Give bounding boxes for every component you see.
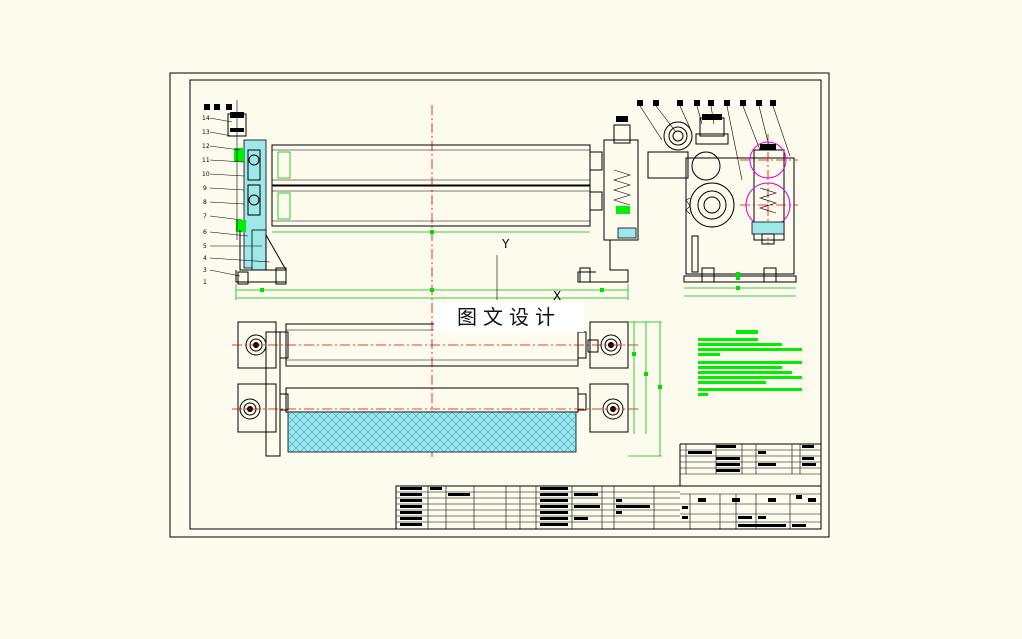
roller-icon <box>287 411 577 453</box>
spring-icon <box>758 187 778 214</box>
part-callouts-left <box>209 117 271 277</box>
part-label: 12 <box>202 143 210 150</box>
bolt-icon <box>237 271 249 285</box>
part-label: 5 <box>203 243 207 250</box>
roller-icon <box>271 144 591 186</box>
revision-table <box>396 486 680 529</box>
part-label: 14 <box>202 115 210 122</box>
part-label: 7 <box>203 213 207 220</box>
part-labels-left: 14 13 12 11 10 9 8 7 6 5 4 3 1 <box>202 104 232 286</box>
technical-notes <box>698 330 802 396</box>
part-label: 4 <box>203 255 207 262</box>
sheet-frame <box>169 72 830 538</box>
part-label: 3 <box>203 267 207 274</box>
gear-icon <box>685 182 735 228</box>
part-label: 10 <box>202 171 210 178</box>
part-label: 11 <box>202 157 210 164</box>
part-callouts-right <box>637 100 791 181</box>
front-view: 14 13 12 11 10 9 8 7 6 5 4 3 1 Y X <box>202 100 639 460</box>
y-axis-mark: Y <box>501 237 510 251</box>
title-table <box>680 444 821 529</box>
bolt-icon <box>275 267 287 285</box>
watermark-label: 图文设计 <box>434 302 584 332</box>
part-label: 9 <box>203 185 207 192</box>
side-view <box>637 100 798 297</box>
x-axis-mark: X <box>553 289 561 303</box>
roller-icon <box>271 185 591 227</box>
title-block <box>395 443 822 530</box>
plan-view <box>232 321 662 457</box>
spring-icon <box>612 169 632 206</box>
bearing-icon <box>663 121 693 151</box>
part-label: 8 <box>203 199 207 206</box>
part-label: 1 <box>203 279 207 286</box>
part-label: 6 <box>203 229 207 236</box>
part-label: 13 <box>202 129 210 136</box>
